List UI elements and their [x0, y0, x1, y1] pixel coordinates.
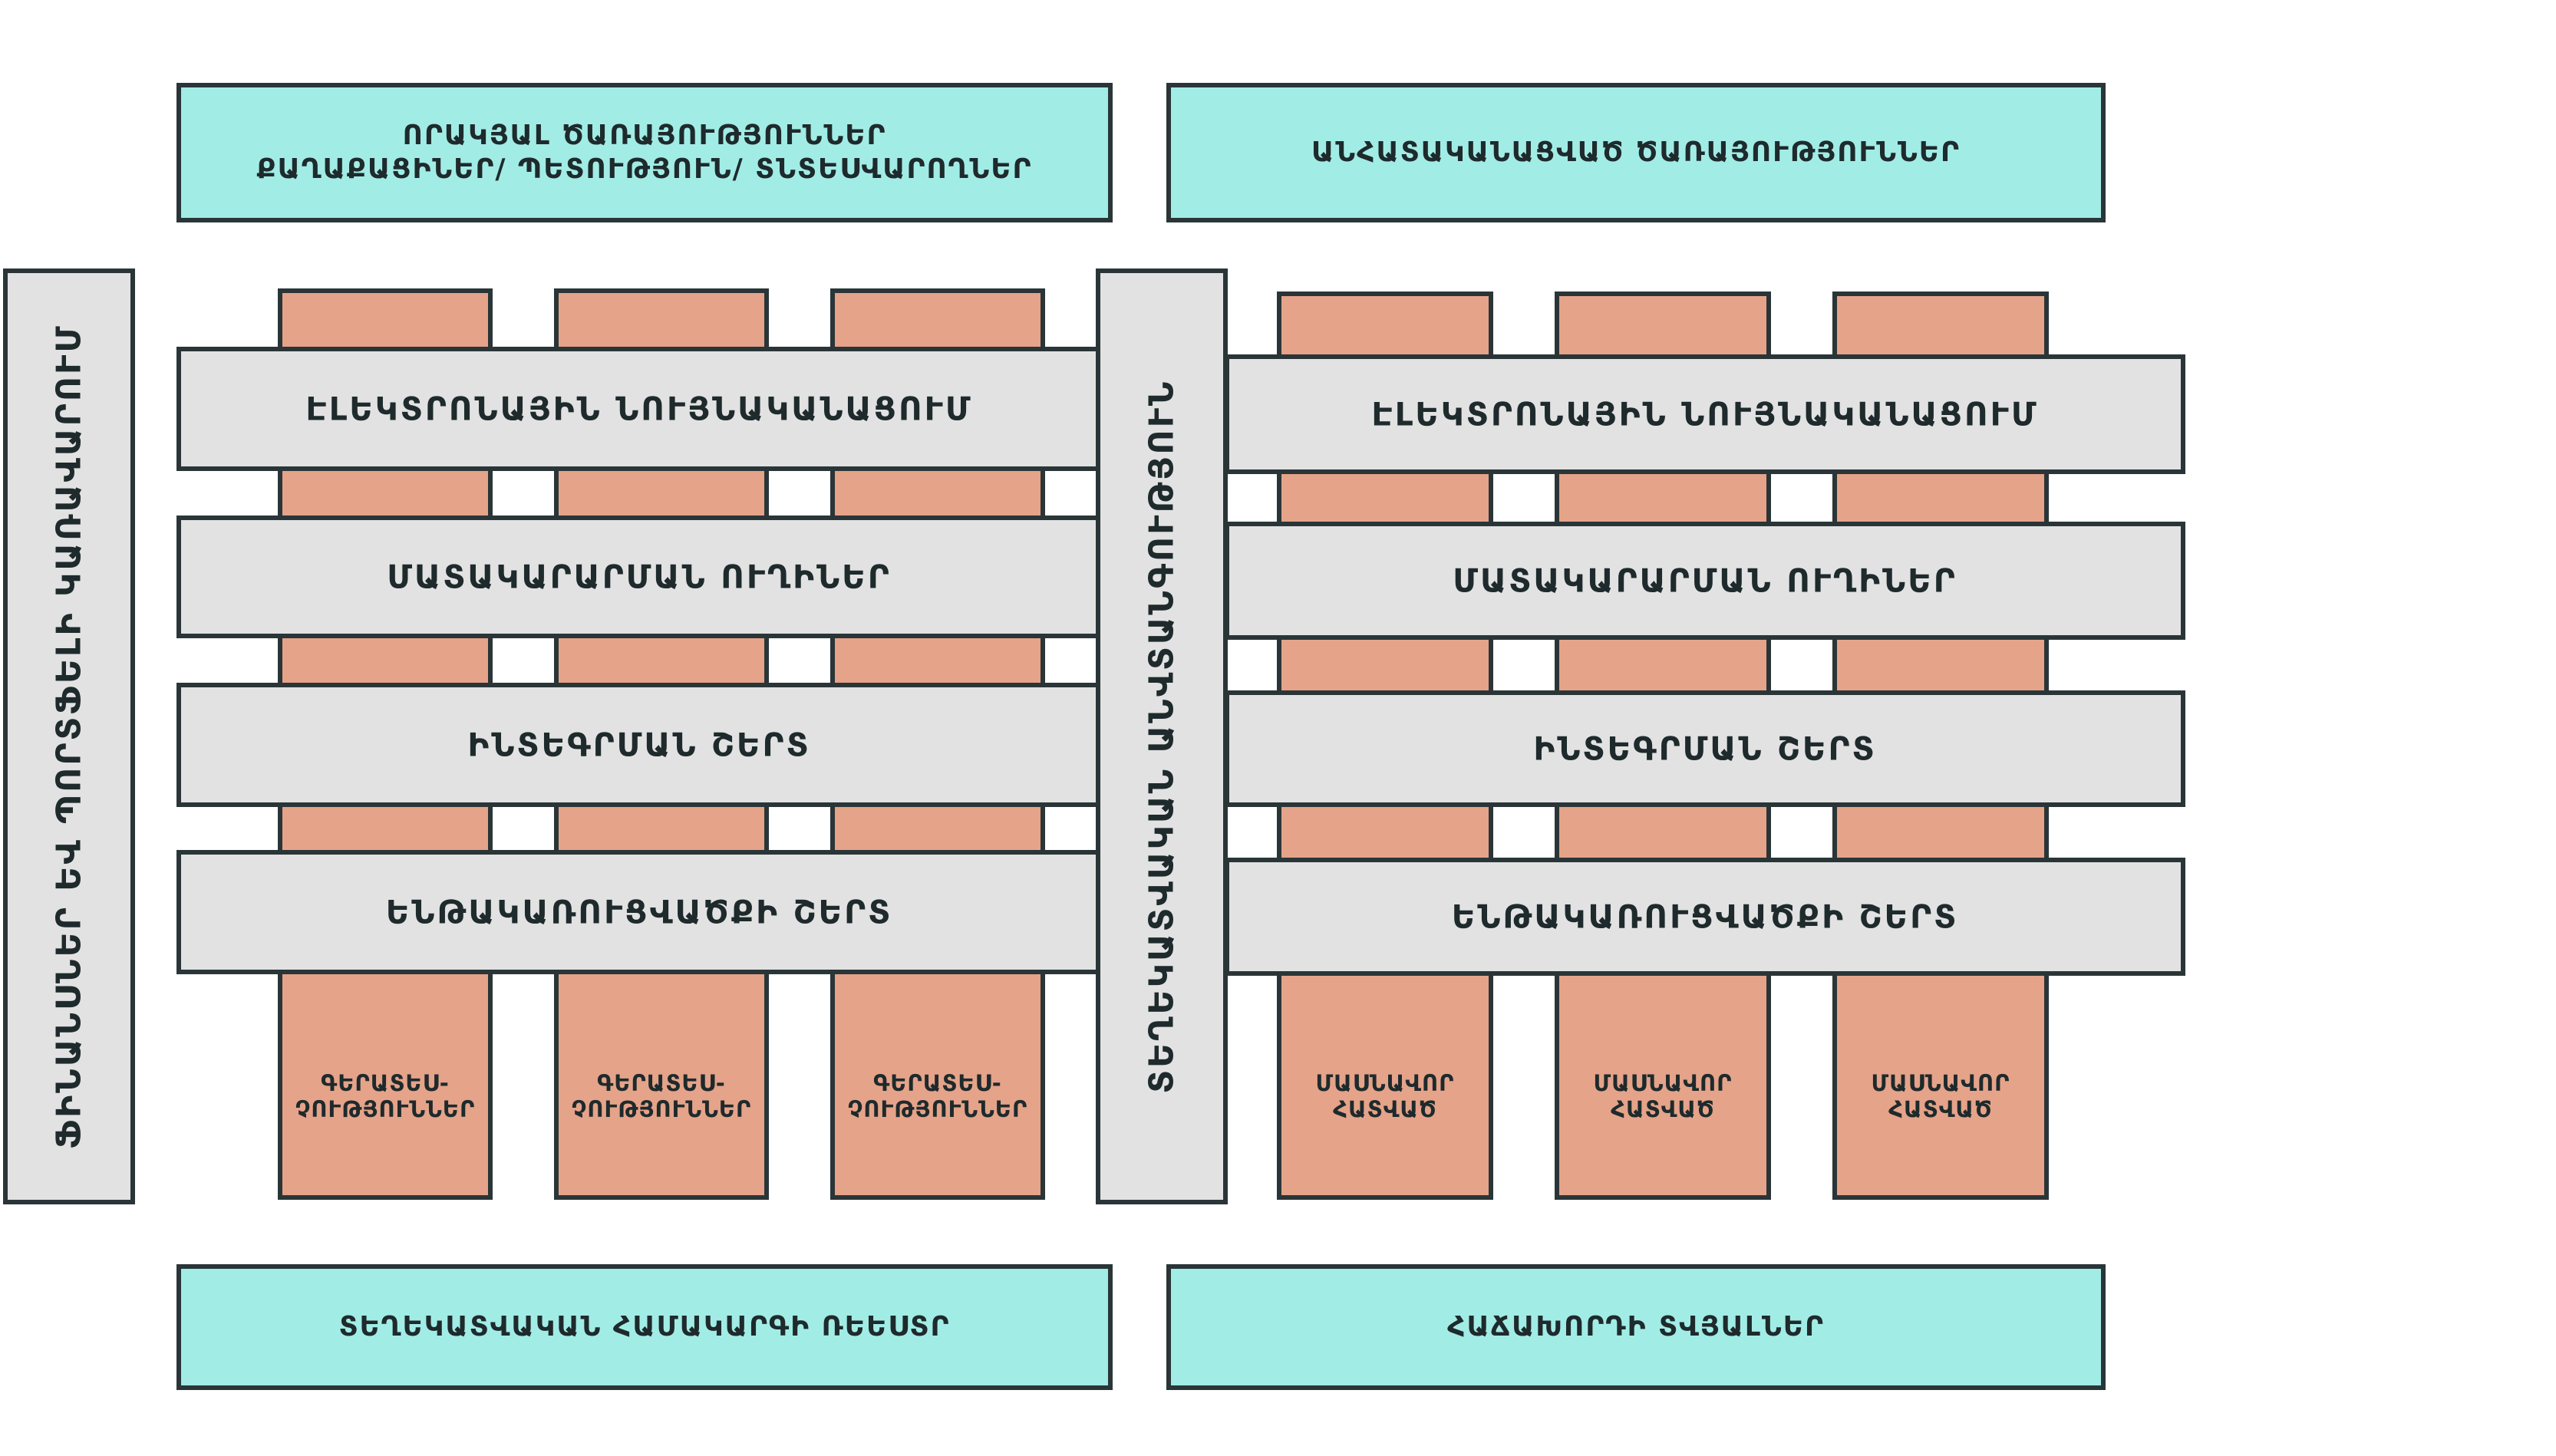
right-layer-infrastructure: ԵՆԹԱԿԱՌՈՒՑՎԱԾՔԻ ՇԵՐՏ [1225, 858, 2185, 976]
left-layer-2-label: ՄԱՏԱԿԱՐԱՐՄԱՆ ՈՒՂԻՆԵՐ [387, 558, 892, 596]
top-left-banner: ՈՐԱԿՅԱԼ ԾԱՌԱՅՈՒԹՅՈՒՆՆԵՐ ՔԱՂԱՔԱՑԻՆԵՐ/ ՊԵՏ… [176, 83, 1113, 222]
top-left-banner-label: ՈՐԱԿՅԱԼ ԾԱՌԱՅՈՒԹՅՈՒՆՆԵՐ ՔԱՂԱՔԱՑԻՆԵՐ/ ՊԵՏ… [181, 119, 1108, 186]
right-layer-delivery-channels: ՄԱՏԱԿԱՐԱՐՄԱՆ ՈՒՂԻՆԵՐ [1225, 522, 2185, 640]
left-layer-4-label: ԵՆԹԱԿԱՌՈՒՑՎԱԾՔԻ ՇԵՐՏ [385, 893, 893, 931]
right-layer-1-label: ԷԼԵԿՏՐՈՆԱՅԻՆ ՆՈՒՅՆԱԿԱՆԱՑՈՒՄ [1371, 395, 2039, 433]
right-column-3-line1: ՄԱՍՆԱՎՈՐ [1871, 1070, 2010, 1096]
bottom-right-banner: ՀԱՃԱԽՈՐԴԻ ՏՎՅԱԼՆԵՐ [1166, 1264, 2106, 1390]
right-column-1-line2: ՀԱՏՎԱԾ [1333, 1096, 1437, 1122]
top-left-line1: ՈՐԱԿՅԱԼ ԾԱՌԱՅՈՒԹՅՈՒՆՆԵՐ [402, 120, 887, 151]
left-layer-infrastructure: ԵՆԹԱԿԱՌՈՒՑՎԱԾՔԻ ՇԵՐՏ [176, 850, 1102, 974]
left-layer-delivery-channels: ՄԱՏԱԿԱՐԱՐՄԱՆ ՈՒՂԻՆԵՐ [176, 516, 1102, 638]
bottom-right-banner-label: ՀԱՃԱԽՈՐԴԻ ՏՎՅԱԼՆԵՐ [1447, 1311, 1825, 1342]
right-layer-4-label: ԵՆԹԱԿԱՌՈՒՑՎԱԾՔԻ ՇԵՐՏ [1451, 898, 1959, 936]
right-column-3-line2: ՀԱՏՎԱԾ [1888, 1096, 1993, 1122]
right-layer-electronic-identification: ԷԼԵԿՏՐՈՆԱՅԻՆ ՆՈՒՅՆԱԿԱՆԱՑՈՒՄ [1225, 354, 2185, 474]
left-layer-integration: ԻՆՏԵԳՐՄԱՆ ՇԵՐՏ [176, 683, 1102, 807]
bottom-left-banner-label: ՏԵՂԵԿԱՏՎԱԿԱՆ ՀԱՄԱԿԱՐԳԻ ՌԵԵՍՏՐ [338, 1311, 951, 1342]
right-layer-3-label: ԻՆՏԵԳՐՄԱՆ ՇԵՐՏ [1533, 730, 1877, 768]
center-vertical-bar: ՏԵՂԵԿԱՏՎԱԿԱՆ ԱՆՎՏԱՆԳՈՒԹՅՈՒՆ [1096, 268, 1228, 1204]
left-column-3-line1: ԳԵՐԱՏԵՍ- [873, 1070, 1002, 1096]
left-layer-electronic-identification: ԷԼԵԿՏՐՈՆԱՅԻՆ ՆՈՒՅՆԱԿԱՆԱՑՈՒՄ [176, 347, 1102, 471]
right-column-2-line1: ՄԱՍՆԱՎՈՐ [1593, 1070, 1733, 1096]
right-column-2-line2: ՀԱՏՎԱԾ [1611, 1096, 1715, 1122]
left-column-2-line2: ՉՈՒԹՅՈՒՆՆԵՐ [571, 1096, 752, 1122]
right-layer-2-label: ՄԱՏԱԿԱՐԱՐՄԱՆ ՈՒՂԻՆԵՐ [1453, 562, 1957, 600]
left-layer-1-label: ԷԼԵԿՏՐՈՆԱՅԻՆ ՆՈՒՅՆԱԿԱՆԱՑՈՒՄ [305, 390, 973, 428]
left-layer-3-label: ԻՆՏԵԳՐՄԱՆ ՇԵՐՏ [467, 726, 811, 764]
left-vertical-label: ՖԻՆԱՆՍՆԵՐ ԵՎ ՊՈՐՏՖԵԼԻ ԿԱՌԱՎԱՐՈՒՄ [49, 324, 89, 1149]
top-left-line2: ՔԱՂԱՔԱՑԻՆԵՐ/ ՊԵՏՈՒԹՅՈՒՆ/ ՏՆՏԵՍՎԱՐՈՂՆԵՐ [256, 153, 1033, 185]
left-column-1-line1: ԳԵՐԱՏԵՍ- [321, 1070, 450, 1096]
center-vertical-label: ՏԵՂԵԿԱՏՎԱԿԱՆ ԱՆՎՏԱՆԳՈՒԹՅՈՒՆ [1142, 379, 1182, 1094]
left-column-3-line2: ՉՈՒԹՅՈՒՆՆԵՐ [847, 1096, 1028, 1122]
right-layer-integration: ԻՆՏԵԳՐՄԱՆ ՇԵՐՏ [1225, 690, 2185, 807]
left-vertical-bar: ՖԻՆԱՆՍՆԵՐ ԵՎ ՊՈՐՏՖԵԼԻ ԿԱՌԱՎԱՐՈՒՄ [3, 268, 135, 1204]
left-column-1-line2: ՉՈՒԹՅՈՒՆՆԵՐ [295, 1096, 476, 1122]
right-column-1-line1: ՄԱՍՆԱՎՈՐ [1315, 1070, 1455, 1096]
bottom-left-banner: ՏԵՂԵԿԱՏՎԱԿԱՆ ՀԱՄԱԿԱՐԳԻ ՌԵԵՍՏՐ [176, 1264, 1113, 1390]
left-column-2-line1: ԳԵՐԱՏԵՍ- [597, 1070, 726, 1096]
top-right-banner: ԱՆՀԱՏԱԿԱՆԱՑՎԱԾ ԾԱՌԱՅՈՒԹՅՈՒՆՆԵՐ [1166, 83, 2106, 222]
top-right-banner-label: ԱՆՀԱՏԱԿԱՆԱՑՎԱԾ ԾԱՌԱՅՈՒԹՅՈՒՆՆԵՐ [1311, 137, 1961, 168]
